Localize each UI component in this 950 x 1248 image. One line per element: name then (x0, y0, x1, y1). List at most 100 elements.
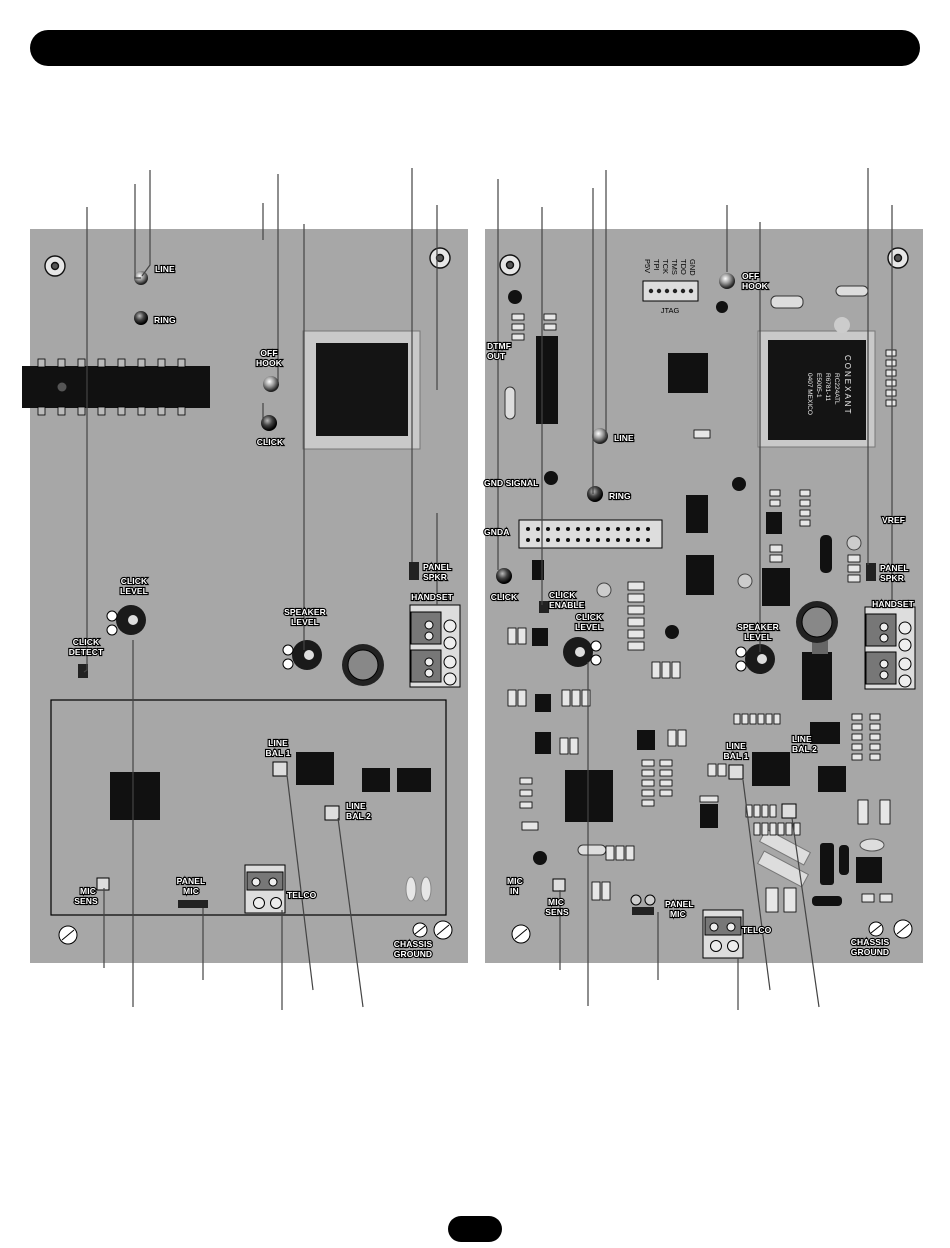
handset-connector (864, 606, 916, 690)
svg-text:MIC: MIC (670, 909, 686, 919)
label-chassis-ground: CHASSIS (851, 937, 890, 947)
label-line: LINE (614, 433, 634, 443)
off-hook-led (719, 273, 735, 289)
page-number-badge (448, 1216, 502, 1242)
svg-text:SENS: SENS (545, 907, 569, 917)
svg-text:R6781-11: R6781-11 (824, 373, 831, 401)
label-handset: HANDSET (411, 592, 453, 602)
svg-text:LEVEL: LEVEL (120, 586, 148, 596)
svg-text:SENS: SENS (74, 896, 98, 906)
svg-text:LEVEL: LEVEL (291, 617, 319, 627)
svg-text:BAL 2: BAL 2 (346, 811, 371, 821)
header-bar (30, 30, 920, 66)
svg-text:BAL 2: BAL 2 (792, 744, 817, 754)
svg-text:IN: IN (510, 886, 519, 896)
label-click-level: CLICK (121, 576, 148, 586)
left-board (22, 229, 468, 963)
svg-text:DETECT: DETECT (69, 647, 104, 657)
label-panel-spkr: PANEL (880, 563, 909, 573)
screw (511, 919, 913, 944)
svg-text:HOOK: HOOK (742, 281, 769, 291)
svg-text:TMS: TMS (670, 259, 679, 275)
label-chassis-ground: CHASSIS (394, 939, 433, 949)
svg-text:BAL 1: BAL 1 (724, 751, 749, 761)
label-dtmf-out: DTMF (487, 341, 511, 351)
label-click-level: CLICK (576, 612, 603, 622)
panel-spkr-jumper (866, 563, 876, 581)
label-line-bal-2: LINE (346, 801, 366, 811)
label-mic-sens: MIC (548, 897, 564, 907)
svg-text:TPI: TPI (652, 259, 661, 271)
label-line-bal-1: LINE (268, 738, 288, 748)
label-telco: TELCO (742, 925, 772, 935)
ring-led (587, 486, 603, 502)
ring-led (134, 311, 148, 325)
jtag-pin-labels: P5V TPI TCK TMS TDO GND (643, 259, 697, 276)
label-gnda: GNDA (484, 527, 509, 537)
svg-text:BAL 1: BAL 1 (266, 748, 291, 758)
svg-text:GROUND: GROUND (851, 947, 889, 957)
click-led (496, 568, 512, 584)
label-panel-mic: PANEL (177, 876, 206, 886)
label-panel-mic: PANEL (665, 899, 694, 909)
label-telco: TELCO (287, 890, 317, 900)
label-mic-in: MIC (507, 876, 523, 886)
label-panel-spkr: PANEL (423, 562, 452, 572)
svg-text:TCK: TCK (661, 259, 670, 274)
processor-chip (316, 343, 408, 436)
screw (58, 920, 453, 945)
svg-text:CONEXANT: CONEXANT (843, 355, 852, 415)
label-handset: HANDSET (872, 599, 914, 609)
svg-text:0407 MEXICO: 0407 MEXICO (806, 373, 813, 415)
callout-lines (83, 168, 893, 1010)
label-off-hook: OFF (742, 271, 759, 281)
line-led (592, 428, 608, 444)
label-click: CLICK (491, 592, 518, 602)
left-board-labels: LINE RING OFF HOOK CLICK CLICK LEVEL CLI… (68, 263, 455, 960)
label-line-bal-1: LINE (726, 741, 746, 751)
svg-text:LEVEL: LEVEL (575, 622, 603, 632)
svg-text:OUT: OUT (487, 351, 506, 361)
label-ring: RING (609, 491, 631, 501)
svg-text:HOOK: HOOK (256, 358, 283, 368)
label-jtag: JTAG (661, 306, 680, 315)
svg-text:GND: GND (688, 259, 697, 276)
svg-text:E5005-1: E5005-1 (815, 373, 822, 398)
right-board: CONEXANT RC224ATL R6781-11 E5005-1 0407 … (485, 229, 923, 963)
dip-chip (22, 366, 210, 408)
click-detect-jumper (78, 664, 88, 678)
svg-text:SPKR: SPKR (880, 573, 904, 583)
panel-spkr-jumper (409, 562, 419, 580)
label-ring: RING (154, 315, 176, 325)
speaker-level-trimpot (735, 644, 775, 674)
label-gnd-signal: GND SIGNAL (484, 478, 538, 488)
label-line-bal-2: LINE (792, 734, 812, 744)
telco-connector (244, 864, 286, 914)
right-board-labels: DTMF OUT LINE RING GND SIGNAL GNDA CLICK… (483, 259, 916, 958)
svg-text:LEVEL: LEVEL (744, 632, 772, 642)
svg-text:P5V: P5V (643, 259, 652, 273)
label-click: CLICK (257, 437, 284, 447)
svg-text:ENABLE: ENABLE (549, 600, 585, 610)
label-mic-sens: MIC (80, 886, 96, 896)
click-led (261, 415, 277, 431)
telco-connector (702, 909, 744, 959)
mounting-hole (44, 247, 451, 277)
svg-text:SPKR: SPKR (423, 572, 447, 582)
speaker-level-trimpot (282, 640, 322, 670)
label-off-hook: OFF (260, 348, 277, 358)
off-hook-led (263, 376, 279, 392)
click-level-trimpot (563, 637, 602, 667)
handset-connector (409, 604, 461, 688)
svg-text:GROUND: GROUND (394, 949, 432, 959)
mounting-hole (499, 247, 909, 276)
svg-text:TDO: TDO (679, 259, 688, 275)
svg-text:RC224ATL: RC224ATL (833, 373, 840, 405)
label-click-detect: CLICK (73, 637, 100, 647)
chip-marking: CONEXANT RC224ATL R6781-11 E5005-1 0407 … (806, 355, 852, 415)
label-click-enable: CLICK (549, 590, 576, 600)
label-line: LINE (155, 264, 175, 274)
svg-text:MIC: MIC (183, 886, 199, 896)
click-enable-jumper (539, 601, 549, 613)
